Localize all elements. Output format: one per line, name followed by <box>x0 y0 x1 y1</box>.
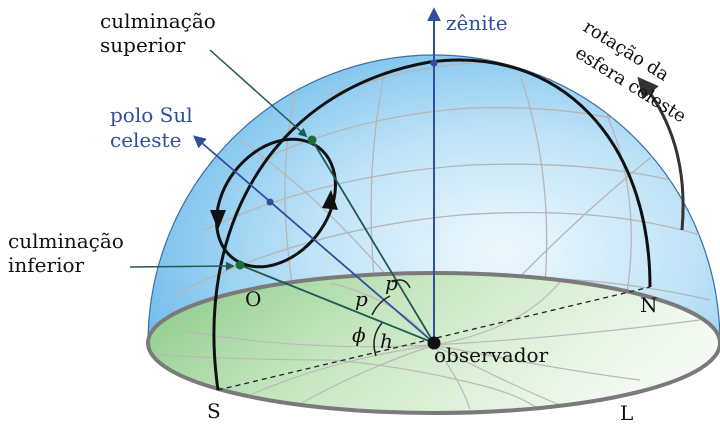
label-S: S <box>207 399 221 423</box>
label-polo-1: polo Sul <box>110 103 193 127</box>
path-arrow-left-icon <box>210 210 226 230</box>
lower-culmination-star <box>235 260 245 270</box>
line-to-upper <box>311 139 435 344</box>
label-polo-2: celeste <box>110 128 181 152</box>
label-culm-inf-1: culminação <box>8 229 124 253</box>
label-N: N <box>640 293 658 317</box>
label-culm-sup-1: culminação <box>100 9 216 33</box>
label-O: O <box>245 287 261 311</box>
label-phi: ϕ <box>352 323 366 347</box>
path-arrow-right-icon <box>322 190 338 210</box>
upper-culmination-star <box>307 135 317 145</box>
label-observador: observador <box>434 343 549 367</box>
pole-point <box>266 198 274 206</box>
line-to-lower <box>239 264 435 344</box>
observer-point <box>427 336 441 350</box>
pointer-culm-inf <box>129 261 235 271</box>
label-culm-inf-2: inferior <box>8 253 85 277</box>
meridian-line <box>217 286 651 391</box>
label-p2: p <box>385 271 398 295</box>
angle-arc-phi <box>373 322 383 357</box>
rotation-arrow <box>637 76 685 231</box>
label-culm-sup-2: superior <box>100 33 186 57</box>
label-zenite: zênite <box>446 11 508 35</box>
pole-axis <box>193 135 435 344</box>
zenith-point <box>430 59 438 67</box>
angle-arc-p2 <box>391 279 411 289</box>
label-p1: p <box>355 287 368 311</box>
label-h: h <box>380 329 393 353</box>
pointer-culm-sup <box>209 49 308 138</box>
angle-arc-p1 <box>371 295 391 316</box>
label-L: L <box>620 401 633 425</box>
